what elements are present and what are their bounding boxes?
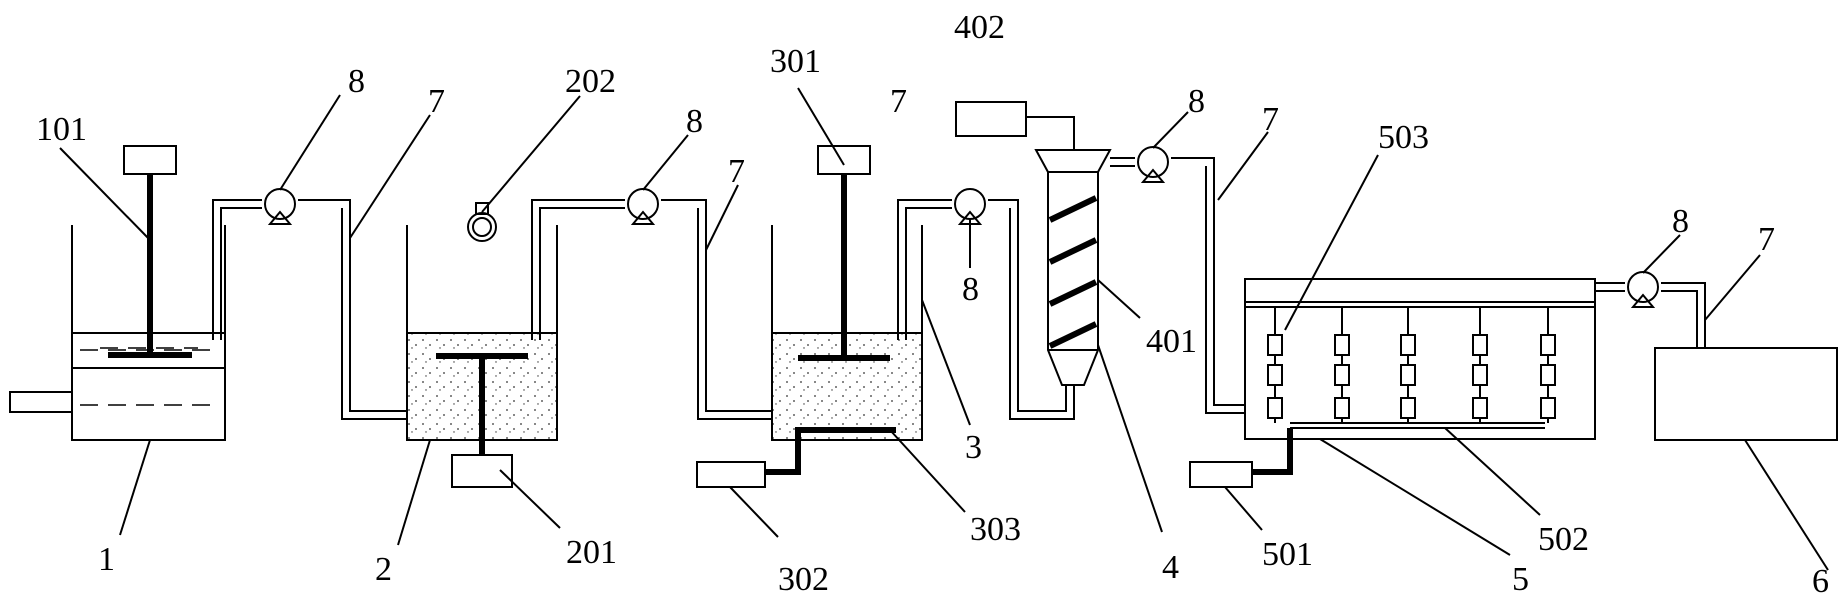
agitator-101 (100, 145, 198, 358)
label-8-b: 8 (686, 103, 703, 140)
label-101: 101 (36, 111, 87, 148)
column-4 (1034, 149, 1112, 386)
pump-1 (264, 188, 296, 225)
pump-2 (627, 188, 659, 225)
label-502: 502 (1538, 521, 1589, 558)
label-303: 303 (970, 511, 1021, 548)
mixer-201 (436, 353, 528, 488)
device-501 (1189, 428, 1293, 488)
label-503: 503 (1378, 119, 1429, 156)
pipe-4-to-5 (1110, 157, 1245, 414)
pump-4 (1137, 146, 1169, 183)
outlet-pipe (9, 391, 73, 413)
label-7-e: 7 (1758, 221, 1775, 258)
label-401: 401 (1146, 323, 1197, 360)
label-402: 402 (954, 9, 1005, 46)
label-202: 202 (565, 63, 616, 100)
label-7-a: 7 (428, 83, 445, 120)
tank-6 (1654, 347, 1838, 441)
label-7-d: 7 (1262, 101, 1279, 138)
agitator-301 (798, 145, 890, 361)
label-8-a: 8 (348, 63, 365, 100)
label-5: 5 (1512, 561, 1529, 598)
label-8-c: 8 (962, 271, 979, 308)
pipe-2-to-3 (531, 199, 772, 420)
label-3: 3 (965, 429, 982, 466)
unit-5 (1244, 278, 1596, 440)
label-8-d: 8 (1188, 83, 1205, 120)
label-301: 301 (770, 43, 821, 80)
device-402 (955, 101, 1075, 150)
label-501: 501 (1262, 536, 1313, 573)
dosing-device-202 (467, 202, 497, 242)
label-7-c: 7 (890, 83, 907, 120)
tank-1 (9, 225, 226, 441)
labels: 101 1 2 201 202 301 302 303 3 401 402 4 … (36, 9, 1829, 600)
label-2: 2 (375, 551, 392, 588)
pipe-3-to-4 (897, 199, 1075, 420)
pump-5 (1627, 271, 1659, 308)
label-8-e: 8 (1672, 203, 1689, 240)
label-7-b: 7 (728, 153, 745, 190)
pipe-1-to-2 (212, 199, 407, 420)
label-6: 6 (1812, 563, 1829, 600)
pipe-5-to-6 (1595, 282, 1706, 348)
label-302: 302 (778, 561, 829, 598)
label-4: 4 (1162, 549, 1179, 586)
label-1: 1 (98, 541, 115, 578)
module-array-503 (1267, 307, 1556, 423)
leader-lines (59, 87, 1829, 571)
label-201: 201 (566, 534, 617, 571)
